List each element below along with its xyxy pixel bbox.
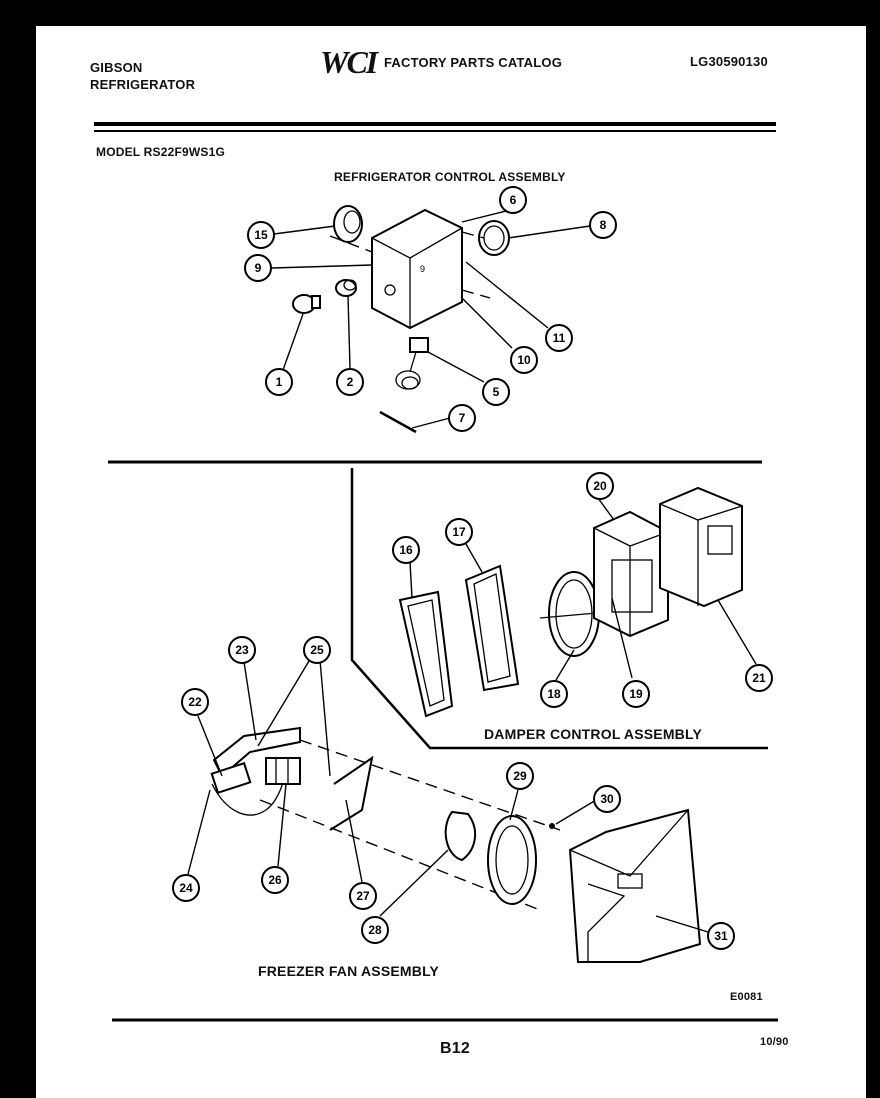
- refrigerator-control-title: REFRIGERATOR CONTROL ASSEMBLY: [334, 170, 566, 184]
- callout-10: 10: [510, 346, 538, 374]
- page-number: B12: [440, 1040, 470, 1057]
- thermostat: [409, 337, 429, 353]
- svg-text:23: 23: [235, 643, 249, 657]
- shroud-screw: [549, 823, 555, 829]
- damper-seal: [464, 564, 520, 692]
- model-number: MODEL RS22F9WS1G: [96, 145, 226, 159]
- brand-line2: REFRIGERATOR: [90, 77, 196, 92]
- callout-23: 23: [228, 636, 256, 664]
- svg-text:31: 31: [714, 929, 728, 943]
- callout-29: 29: [506, 762, 534, 790]
- callout-26: 26: [261, 866, 289, 894]
- callout-2: 2: [336, 368, 364, 396]
- fan-cover: [568, 808, 702, 963]
- svg-text:5: 5: [493, 385, 500, 399]
- drawing-code: E0081: [730, 991, 763, 1003]
- svg-text:16: 16: [399, 543, 413, 557]
- brand-line1: GIBSON: [90, 60, 143, 75]
- damper-gasket: [398, 590, 454, 718]
- svg-text:27: 27: [356, 889, 370, 903]
- svg-text:28: 28: [368, 923, 382, 937]
- svg-text:26: 26: [268, 873, 282, 887]
- callout-1: 1: [265, 368, 293, 396]
- wire-connector: [210, 761, 252, 795]
- svg-text:9: 9: [420, 264, 425, 274]
- svg-text:20: 20: [593, 479, 607, 493]
- svg-text:17: 17: [452, 525, 466, 539]
- callout-21: 21: [745, 664, 773, 692]
- damper-frame: [350, 468, 768, 750]
- callout-27: 27: [349, 882, 377, 910]
- refrigerator-control-drawing: 9: [271, 205, 591, 434]
- svg-text:1: 1: [276, 375, 283, 389]
- svg-text:9: 9: [255, 261, 262, 275]
- freezer-fan-title: FREEZER FAN ASSEMBLY: [258, 963, 440, 979]
- control-housing: [371, 208, 463, 330]
- svg-text:22: 22: [188, 695, 202, 709]
- control-knob: [333, 205, 363, 243]
- svg-text:2: 2: [347, 375, 354, 389]
- callout-5: 5: [482, 378, 510, 406]
- damper-control-title: DAMPER CONTROL ASSEMBLY: [484, 726, 702, 742]
- svg-text:21: 21: [752, 671, 766, 685]
- catalog-code: LG30590130: [690, 54, 768, 69]
- svg-text:11: 11: [553, 331, 566, 345]
- callout-15: 15: [247, 221, 275, 249]
- fan-shroud-ring: [487, 815, 537, 905]
- svg-text:8: 8: [600, 218, 607, 232]
- svg-text:10: 10: [517, 353, 531, 367]
- callout-6: 6: [499, 186, 527, 214]
- svg-text:19: 19: [629, 687, 643, 701]
- callout-25: 25: [303, 636, 331, 664]
- svg-text:25: 25: [310, 643, 324, 657]
- svg-text:29: 29: [513, 769, 527, 783]
- svg-text:15: 15: [254, 228, 268, 242]
- callout-7: 7: [448, 404, 476, 432]
- svg-text:18: 18: [547, 687, 561, 701]
- svg-text:6: 6: [510, 193, 517, 207]
- header-rules: [94, 122, 776, 132]
- freezer-fan-drawing: [187, 655, 709, 963]
- damper-control-drawing: [398, 486, 757, 718]
- callout-20: 20: [586, 472, 614, 500]
- catalog-title: FACTORY PARTS CATALOG: [384, 55, 563, 70]
- wci-logo: WCI: [320, 44, 378, 80]
- damper-housing: [593, 510, 669, 638]
- callout-11: 11: [545, 324, 573, 352]
- callout-18: 18: [540, 680, 568, 708]
- motor-clip: [265, 757, 301, 785]
- svg-text:7: 7: [459, 411, 466, 425]
- screw: [379, 410, 417, 434]
- callout-17: 17: [445, 518, 473, 546]
- callout-31: 31: [707, 922, 735, 950]
- callout-30: 30: [593, 785, 621, 813]
- fan-blade: [444, 810, 477, 862]
- svg-text:30: 30: [600, 792, 614, 806]
- print-date: 10/90: [760, 1036, 789, 1048]
- callout-8: 8: [589, 211, 617, 239]
- callout-28: 28: [361, 916, 389, 944]
- callout-19: 19: [622, 680, 650, 708]
- callout-24: 24: [172, 874, 200, 902]
- svg-text:24: 24: [179, 881, 193, 895]
- callout-16: 16: [392, 536, 420, 564]
- callout-22: 22: [181, 688, 209, 716]
- callout-9: 9: [244, 254, 272, 282]
- damper-cover: [659, 486, 743, 608]
- fan-support: [329, 755, 374, 831]
